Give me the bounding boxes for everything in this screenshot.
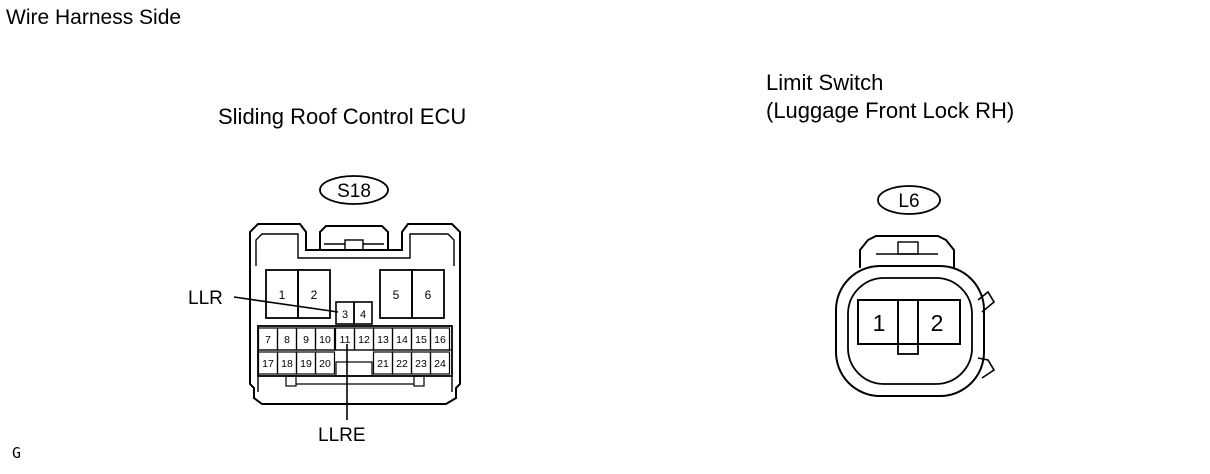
ecu-pin-4-cell bbox=[353, 301, 373, 325]
ecu-pin-9: 9 bbox=[303, 334, 309, 346]
limit-switch-inner bbox=[847, 277, 973, 385]
ecu-title: Sliding Roof Control ECU bbox=[218, 104, 467, 129]
llr-label: LLR bbox=[188, 288, 223, 309]
llr-leader-line bbox=[233, 296, 339, 313]
ecu-latch bbox=[319, 225, 389, 250]
ecu-pin-20: 20 bbox=[319, 358, 331, 370]
limit-switch-id-oval bbox=[877, 185, 941, 215]
view-label: Wire Harness Side bbox=[6, 6, 182, 29]
ecu-pin-13: 13 bbox=[377, 334, 389, 346]
ecu-pin-16: 16 bbox=[434, 334, 446, 346]
ecu-pin-10: 10 bbox=[319, 334, 331, 346]
ecu-body-outline bbox=[249, 223, 461, 405]
ecu-pin-11: 11 bbox=[340, 334, 351, 346]
ecu-callouts bbox=[233, 296, 348, 420]
ecu-pin-6: 6 bbox=[425, 288, 432, 302]
ecu-pin-24: 24 bbox=[434, 358, 446, 370]
ecu-pin-14: 14 bbox=[396, 334, 408, 346]
ecu-pin-8: 8 bbox=[284, 334, 290, 346]
ecu-pin-5: 5 bbox=[393, 288, 400, 302]
ecu-signal-pin-row2-cell bbox=[429, 351, 451, 375]
ecu-pin-12: 12 bbox=[358, 334, 370, 346]
ecu-pin-22: 22 bbox=[396, 358, 408, 370]
limit-switch-pin-2: 2 bbox=[931, 310, 944, 336]
ecu-connector-id-oval bbox=[319, 175, 389, 205]
ecu-pin-17: 17 bbox=[262, 358, 274, 370]
limit-switch-connector-id: L6 bbox=[898, 191, 919, 212]
ecu-pin-2: 2 bbox=[311, 288, 318, 302]
ecu-pin-21: 21 bbox=[377, 358, 389, 370]
figure-code: G bbox=[12, 444, 22, 462]
ecu-pin-3: 3 bbox=[342, 309, 348, 321]
limit-switch-latch bbox=[859, 235, 955, 268]
limit-switch-pin-1: 1 bbox=[873, 310, 886, 336]
ecu-pin-23: 23 bbox=[415, 358, 427, 370]
ecu-pin-1: 1 bbox=[279, 288, 286, 302]
ecu-pin-7: 7 bbox=[265, 334, 271, 346]
ecu-pin-2-cell bbox=[297, 269, 331, 319]
ecu-pin-15: 15 bbox=[415, 334, 427, 346]
limit-switch-connector bbox=[835, 185, 996, 397]
ecu-connector-id: S18 bbox=[337, 181, 371, 202]
ecu-pin-6-cell bbox=[411, 269, 445, 319]
limit-switch-title-line1: Limit Switch bbox=[766, 70, 884, 95]
ecu-body-inner bbox=[255, 233, 455, 266]
llre-label: LLRE bbox=[318, 425, 366, 446]
ecu-pin-19: 19 bbox=[300, 358, 312, 370]
limit-switch-title-line2: (Luggage Front Lock RH) bbox=[766, 98, 1015, 123]
ecu-latch-window bbox=[344, 239, 364, 251]
ecu-pin-4: 4 bbox=[360, 309, 366, 321]
ecu-signal-pin-row1-cell bbox=[314, 327, 336, 351]
ecu-signal-pin-row2-cell bbox=[314, 351, 336, 375]
ecu-signal-pin-row1-cell bbox=[429, 327, 451, 351]
limit-switch-body bbox=[835, 265, 985, 397]
ecu-pin-18: 18 bbox=[281, 358, 293, 370]
